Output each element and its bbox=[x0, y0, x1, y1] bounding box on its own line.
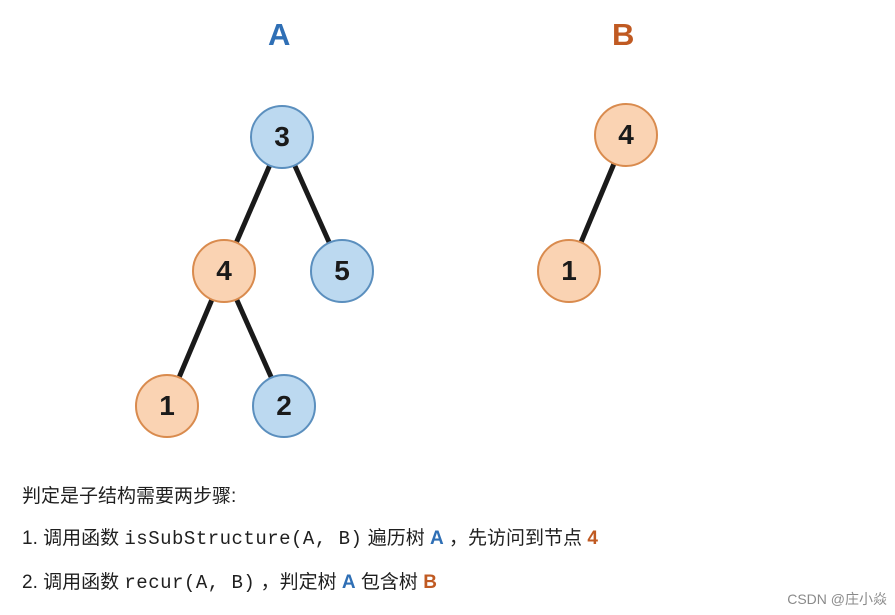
caption-2-prefix: 2. 调用函数 bbox=[22, 572, 125, 593]
node-a-right[interactable]: 5 bbox=[310, 239, 374, 303]
caption-1-highlight-a: A bbox=[430, 528, 444, 549]
caption-line-0: 判定是子结构需要两步骤: bbox=[22, 486, 237, 507]
caption-2-mid1: ，判定树 bbox=[255, 572, 342, 593]
watermark: CSDN @庄小焱 bbox=[787, 591, 887, 607]
node-b-root[interactable]: 4 bbox=[594, 103, 658, 167]
node-a-left-right[interactable]: 2 bbox=[252, 374, 316, 438]
caption-1-highlight-node: 4 bbox=[587, 528, 598, 549]
caption-2-highlight-a: A bbox=[341, 572, 356, 593]
tree-b-label: B bbox=[612, 17, 635, 52]
caption-line-1: 1. 调用函数 isSubStructure(A, B) 遍历树 A ，先访问到… bbox=[22, 523, 598, 550]
caption-line-2: 2. 调用函数 recur(A, B) ，判定树 A 包含树 B bbox=[22, 567, 437, 594]
caption-2-highlight-b: B bbox=[423, 572, 437, 593]
caption-1-prefix: 1. 调用函数 bbox=[22, 528, 125, 549]
caption-1-mid1: 遍历树 bbox=[362, 528, 431, 549]
node-b-left[interactable]: 1 bbox=[537, 239, 601, 303]
caption-2-mid2: 包含树 bbox=[355, 572, 424, 593]
tree-a-label: A bbox=[268, 17, 291, 52]
caption-2-code: recur(A, B) bbox=[124, 572, 256, 594]
node-a-left[interactable]: 4 bbox=[192, 239, 256, 303]
node-a-left-left[interactable]: 1 bbox=[135, 374, 199, 438]
caption-1-mid2: ，先访问到节点 bbox=[443, 528, 588, 549]
node-a-root[interactable]: 3 bbox=[250, 105, 314, 169]
caption-1-code: isSubStructure(A, B) bbox=[124, 528, 363, 550]
